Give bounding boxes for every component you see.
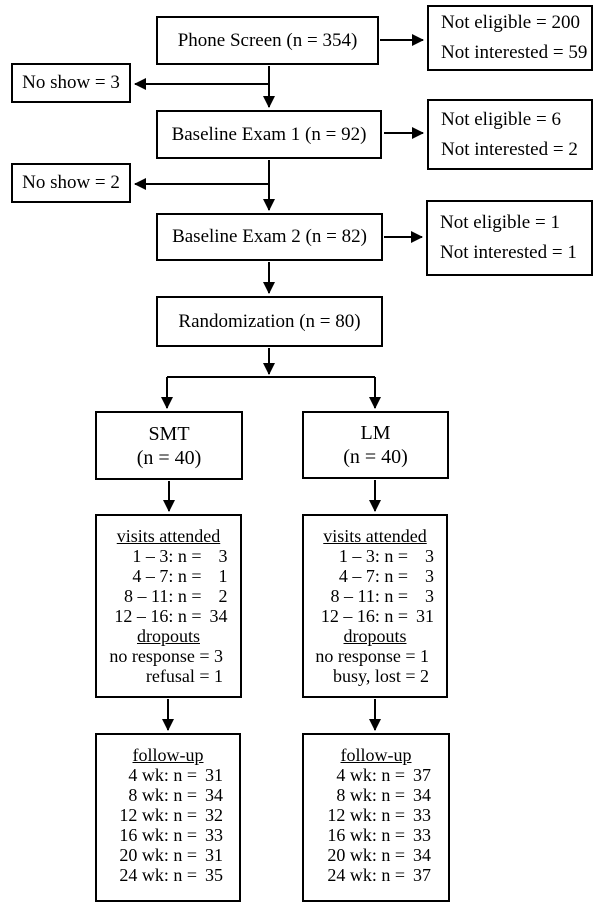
lm-arm-name: LM: [360, 422, 391, 444]
visits-row: 8 – 11: n =2: [124, 586, 228, 606]
smt-arm-box: SMT (n = 40): [95, 411, 243, 480]
phone-screen-label: Phone Screen (n = 354): [177, 29, 358, 51]
followup-row: 8 wk: n =34: [128, 785, 223, 805]
followup-row: 12 wk: n =32: [119, 805, 223, 825]
visits-row: 1 – 3: n =3: [338, 546, 434, 566]
not-eligible-2: Not eligible = 6: [441, 108, 561, 130]
visits-row: 4 – 7: n =3: [338, 566, 434, 586]
followup-row: 8 wk: n =34: [336, 785, 431, 805]
lm-followup-title: follow-up: [340, 745, 412, 765]
exclusion-box-3: Not eligible = 1 Not interested = 1: [426, 200, 593, 276]
phone-screen-box: Phone Screen (n = 354): [156, 16, 379, 65]
followup-row: 20 wk: n =31: [119, 845, 223, 865]
followup-row: 24 wk: n =37: [327, 865, 431, 885]
dropout-row: busy, lost = 2: [333, 666, 429, 686]
no-show-1-label: No show = 3: [22, 72, 120, 93]
not-eligible-3: Not eligible = 1: [440, 212, 560, 233]
followup-row: 16 wk: n =33: [119, 825, 223, 845]
randomization-box: Randomization (n = 80): [156, 296, 383, 347]
smt-followup-box: follow-up 4 wk: n =31 8 wk: n =34 12 wk:…: [95, 733, 241, 902]
lm-visits-title: visits attended: [323, 526, 427, 546]
visits-row: 1 – 3: n =3: [132, 546, 228, 566]
smt-followup-title: follow-up: [132, 745, 204, 765]
exclusion-box-2: Not eligible = 6 Not interested = 2: [427, 99, 593, 170]
lm-followup-box: follow-up 4 wk: n =37 8 wk: n =34 12 wk:…: [302, 733, 450, 902]
followup-row: 24 wk: n =35: [119, 865, 223, 885]
lm-dropouts-title: dropouts: [343, 626, 407, 646]
baseline-exam-1-box: Baseline Exam 1 (n = 92): [156, 110, 382, 159]
randomization-label: Randomization (n = 80): [178, 310, 361, 332]
smt-arm-n: (n = 40): [136, 446, 202, 469]
dropout-row: no response = 1: [315, 646, 429, 666]
lm-visits-box: visits attended 1 – 3: n =3 4 – 7: n =3 …: [302, 514, 448, 698]
followup-row: 4 wk: n =37: [336, 765, 431, 785]
not-interested-3: Not interested = 1: [440, 242, 577, 263]
visits-row: 8 – 11: n =3: [330, 586, 434, 606]
baseline-exam-2-box: Baseline Exam 2 (n = 82): [156, 213, 383, 261]
smt-dropouts-title: dropouts: [137, 626, 200, 646]
visits-row: 12 – 16: n =34: [114, 606, 228, 626]
lm-arm-n: (n = 40): [343, 446, 408, 468]
dropout-row: no response = 3: [109, 646, 223, 666]
baseline-exam-1-label: Baseline Exam 1 (n = 92): [171, 123, 367, 145]
smt-visits-title: visits attended: [116, 526, 221, 546]
no-show-box-1: No show = 3: [11, 63, 131, 103]
dropout-row: refusal = 1: [145, 666, 223, 686]
exclusion-box-1: Not eligible = 200 Not interested = 59: [427, 5, 593, 71]
no-show-box-2: No show = 2: [11, 163, 131, 203]
followup-row: 16 wk: n =33: [327, 825, 431, 845]
followup-row: 4 wk: n =31: [128, 765, 223, 785]
smt-visits-box: visits attended 1 – 3: n =3 4 – 7: n =1 …: [95, 514, 242, 698]
lm-arm-box: LM (n = 40): [302, 411, 449, 479]
baseline-exam-2-label: Baseline Exam 2 (n = 82): [172, 226, 367, 247]
no-show-2-label: No show = 2: [22, 172, 120, 193]
visits-row: 12 – 16: n =31: [320, 606, 434, 626]
smt-arm-name: SMT: [148, 422, 190, 445]
followup-row: 20 wk: n =34: [327, 845, 431, 865]
followup-row: 12 wk: n =33: [327, 805, 431, 825]
not-interested-1: Not interested = 59: [441, 42, 588, 63]
not-interested-2: Not interested = 2: [441, 138, 578, 160]
not-eligible-1: Not eligible = 200: [441, 12, 580, 33]
visits-row: 4 – 7: n =1: [132, 566, 228, 586]
